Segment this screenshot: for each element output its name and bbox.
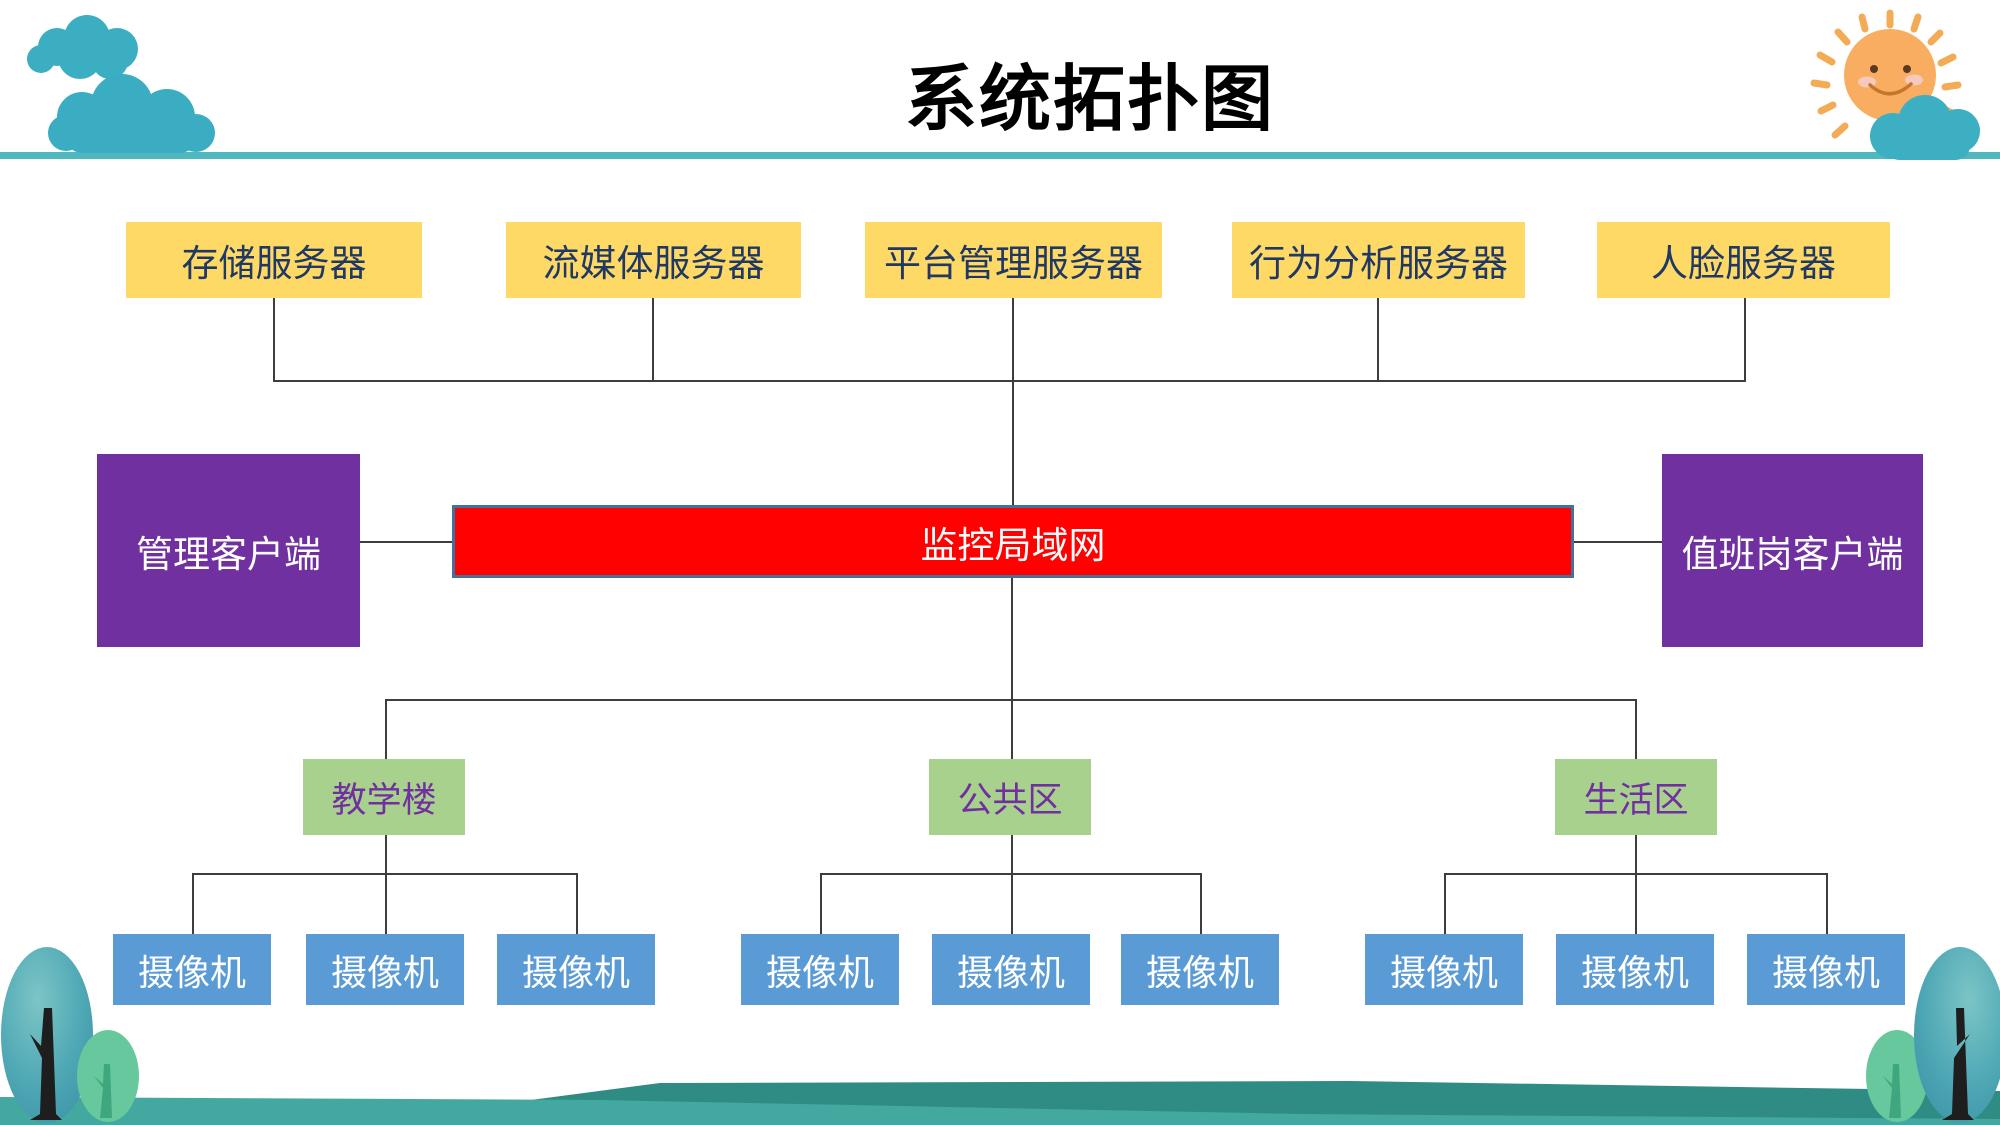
node-area-living-zone: 生活区 [1555, 759, 1717, 835]
node-camera: 摄像机 [306, 934, 464, 1005]
node-label: 摄像机 [330, 951, 439, 993]
clouds-icon [27, 15, 215, 153]
connector-line [1635, 699, 1637, 759]
node-face-server: 人脸服务器 [1597, 222, 1890, 298]
connector-line [1444, 873, 1446, 934]
connector-line [1011, 873, 1013, 934]
connector-line [576, 873, 578, 934]
node-label: 值班岗客户端 [1681, 533, 1904, 575]
hills-graphic [0, 1081, 2000, 1125]
node-camera: 摄像机 [497, 934, 655, 1005]
node-label: 教学楼 [331, 780, 437, 820]
connector-line [1011, 578, 1013, 700]
connector-line [820, 873, 822, 934]
title-divider-line [0, 152, 2000, 159]
connector-line [1574, 541, 1662, 543]
node-label: 摄像机 [521, 951, 630, 993]
node-label: 摄像机 [1580, 951, 1689, 993]
node-camera: 摄像机 [1121, 934, 1279, 1005]
connector-line [385, 835, 387, 874]
node-camera: 摄像机 [1556, 934, 1714, 1005]
page-title: 系统拓扑图 [904, 60, 1275, 140]
node-label: 摄像机 [1389, 951, 1498, 993]
node-label: 人脸服务器 [1651, 243, 1836, 284]
node-monitoring-lan: 监控局域网 [452, 505, 1574, 578]
node-platform-management-server: 平台管理服务器 [865, 222, 1162, 298]
node-label: 管理客户端 [136, 533, 321, 575]
connector-line [1011, 699, 1013, 759]
connector-line [1826, 873, 1828, 934]
connector-line [1744, 298, 1746, 382]
node-label: 流媒体服务器 [542, 243, 765, 284]
node-storage-server: 存储服务器 [126, 222, 422, 298]
node-area-teaching-building: 教学楼 [303, 759, 465, 835]
node-label: 摄像机 [765, 951, 874, 993]
node-management-client: 管理客户端 [97, 454, 360, 647]
connector-line [1377, 298, 1379, 382]
connector-bus-line [273, 380, 1746, 382]
node-behavior-analysis-server: 行为分析服务器 [1232, 222, 1525, 298]
connector-line [1200, 873, 1202, 934]
node-streaming-server: 流媒体服务器 [506, 222, 801, 298]
node-area-public-zone: 公共区 [929, 759, 1091, 835]
connector-line [1012, 380, 1014, 506]
sun-with-cloud-icon [1810, 9, 1980, 160]
connector-line [385, 873, 387, 934]
node-label: 监控局域网 [920, 524, 1106, 566]
node-label: 行为分析服务器 [1249, 243, 1508, 284]
node-camera: 摄像机 [1747, 934, 1905, 1005]
node-label: 生活区 [1583, 780, 1689, 820]
connector-line [192, 873, 194, 934]
connector-line [1011, 835, 1013, 874]
connector-line [1635, 835, 1637, 874]
connector-line [360, 541, 452, 543]
connector-bus-line [385, 699, 1636, 701]
node-label: 公共区 [957, 780, 1063, 820]
node-camera: 摄像机 [113, 934, 271, 1005]
trees-icon [1, 947, 139, 1123]
node-label: 摄像机 [1771, 951, 1880, 993]
connector-line [273, 298, 275, 382]
connector-line [1012, 298, 1014, 382]
node-camera: 摄像机 [932, 934, 1090, 1005]
node-camera: 摄像机 [741, 934, 899, 1005]
node-duty-post-client: 值班岗客户端 [1662, 454, 1923, 647]
connector-line [385, 699, 387, 759]
node-label: 存储服务器 [181, 243, 367, 284]
node-label: 摄像机 [1145, 951, 1254, 993]
node-label: 摄像机 [956, 951, 1065, 993]
node-label: 摄像机 [137, 951, 246, 993]
connector-line [652, 298, 654, 382]
node-label: 平台管理服务器 [884, 243, 1143, 284]
trees-icon [1866, 947, 2000, 1123]
connector-bus-line [820, 873, 1200, 875]
connector-line [1635, 873, 1637, 934]
node-camera: 摄像机 [1365, 934, 1523, 1005]
connector-bus-line [192, 873, 577, 875]
